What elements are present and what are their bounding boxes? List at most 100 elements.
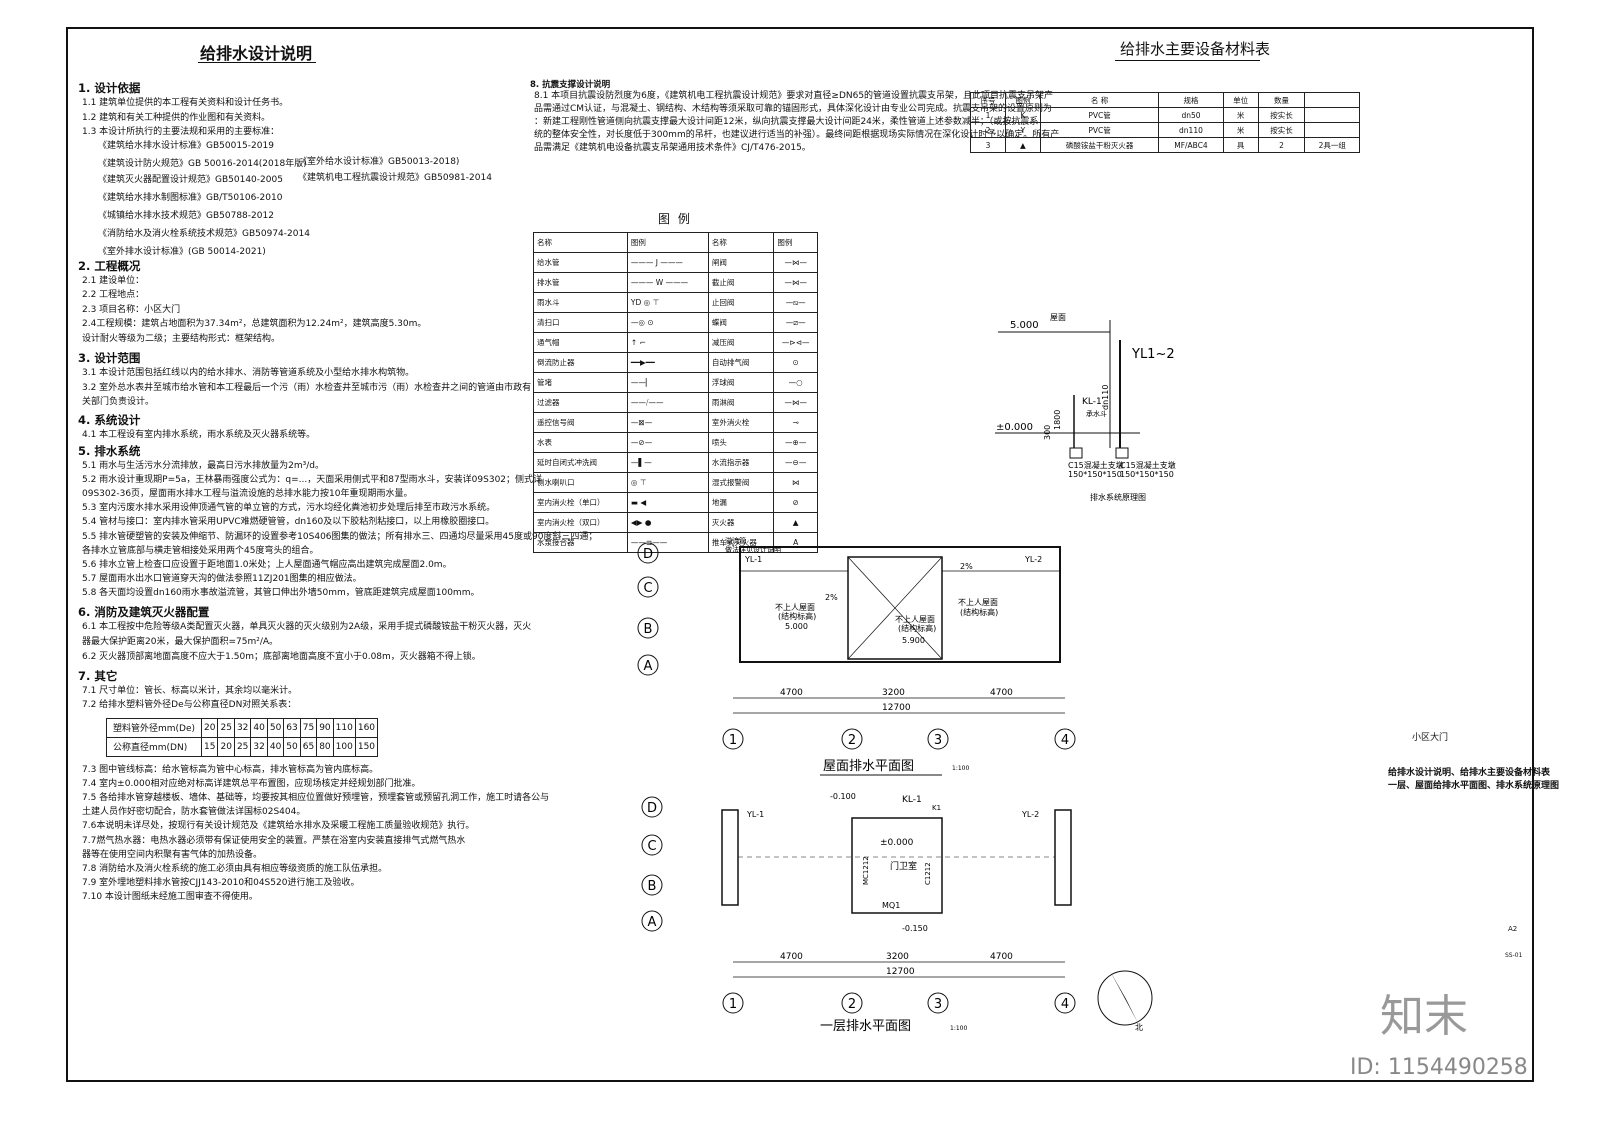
- ground-axis-B-label: B: [648, 879, 657, 894]
- s6-line: 6.1 本工程按中危险等级A类配置灭火器，单具灭火器的灭火级别为2A级，采用手提…: [82, 621, 532, 632]
- roof-yl2: YL-2: [1024, 555, 1042, 564]
- s7m-line: 7.7燃气热水器：电热水器必须带有保证使用安全的装置。严禁在浴室内安装直接排气式…: [82, 835, 466, 846]
- ground-dim-3: 4700: [990, 952, 1013, 962]
- roof-axis-B-label: B: [644, 622, 653, 637]
- legend-name: 清扫口: [533, 312, 628, 333]
- legend-symbol-icon: ⊙: [773, 352, 818, 373]
- s5-line: 5.6 排水立管上检查口应设置于距地面1.0米处；上人屋面通气帽应高出建筑完成屋…: [82, 559, 452, 570]
- s7m-line: 7.5 各给排水管穿越楼板、墙体、基础等，均要按其相应位置做好预埋管，预埋套管或…: [82, 792, 550, 803]
- legend-symbol-icon: ━━▶━━: [626, 352, 709, 373]
- legend-row: 管堵——▏浮球阀—○: [533, 372, 818, 393]
- roof-axis-D-label: D: [643, 547, 653, 562]
- section-5-lines: 5.1 雨水与生活污水分流排放，最高日污水排放量为2m³/d。5.2 雨水设计重…: [78, 459, 597, 601]
- materials-cell: 磷酸铵盐干粉灭火器: [1039, 137, 1160, 153]
- legend-row: 遥控信号阀—⊠—室外消火栓⊸: [533, 412, 818, 433]
- legend-symbol-icon: —⊳⊲—: [773, 332, 818, 353]
- standard-item: 《建筑设计防火规范》GB 50016-2014(2018年版): [98, 158, 307, 169]
- system-caption: 排水系统原理图: [1090, 492, 1146, 502]
- materials-header-cell: 名 称: [1039, 92, 1160, 108]
- legend-name: 延时自闭式冲洗阀: [533, 452, 628, 473]
- design-notes: 1. 设计依据 1.1 建筑单位提供的本工程有关资料和设计任务书。1.2 建筑和…: [78, 80, 597, 905]
- ground-kl: KL-1: [902, 795, 922, 805]
- legend-row: 清扫口—◎ ⊙蝶阀—⧄—: [533, 312, 818, 333]
- materials-header-cell: 数量: [1257, 92, 1306, 108]
- legend-row: 过滤器——⧸——雨淋阀—⋈—: [533, 392, 818, 413]
- materials-cell: [1304, 107, 1360, 123]
- s7m-line: 7.8 消防给水及消火栓系统的施工必须由具有相应等级资质的施工队伍承担。: [82, 863, 388, 874]
- ground-axis-C-bubble: [641, 834, 663, 856]
- legend-name: 自动排气阀: [707, 352, 775, 373]
- roof-plan-title: 屋面排水平面图: [823, 759, 914, 774]
- roof-axis-3-bubble: [927, 728, 949, 750]
- pipe-size-cell: 65: [299, 736, 318, 757]
- pipe-row-dn-label: 公称直径mm(DN): [105, 736, 203, 757]
- legend-symbol-icon: YD ◎ ⊤: [626, 292, 709, 313]
- legend-name: 遥控信号阀: [533, 412, 628, 433]
- legend-name: 减压阀: [707, 332, 775, 353]
- sheet-number: SS-01: [1505, 952, 1523, 959]
- roof-axis-4-label: 4: [1061, 733, 1069, 748]
- legend-symbol-icon: —▌—: [626, 452, 709, 473]
- materials-cell: K: [1004, 107, 1041, 123]
- ground-axis-C-label: C: [647, 839, 656, 854]
- ground-c: C1212: [924, 862, 932, 885]
- roof-area-right: 不上人屋面: [958, 598, 998, 607]
- ground-dim-1: 4700: [780, 952, 803, 962]
- legend-symbol-icon: ——⧸——: [626, 392, 709, 413]
- seismic-notes: 8. 抗震支撑设计说明 8.1 本项目抗震设防烈度为6度，《建筑机电工程抗震设计…: [530, 80, 1060, 155]
- legend-name: 灭火器: [707, 512, 775, 533]
- ground-el2: ±0.000: [880, 838, 914, 848]
- roof-area-left-b: (结构标高): [778, 611, 816, 621]
- materials-cell: dn50: [1158, 107, 1224, 123]
- materials-header-cell: [1304, 92, 1360, 108]
- s3-line: 3.2 室外总水表井至城市给水管和本工程最后一个污（雨）水检查井至城市污（雨）水…: [82, 382, 532, 393]
- roof-yl1: YL-1: [744, 555, 762, 564]
- roof-axis-D-bubble: [637, 542, 659, 564]
- section-7-heading: 7. 其它: [78, 668, 118, 683]
- support-block-1: [1069, 447, 1083, 459]
- roof-area-left: 不上人屋面: [775, 603, 815, 612]
- ground-room: 门卫室: [890, 860, 917, 872]
- ground-k1: K1: [932, 804, 941, 812]
- roof-plan-scale: 1:100: [952, 765, 969, 772]
- standard-item: 《室外给水设计标准》GB50013-2018): [298, 156, 460, 167]
- ground-plan-title: 一层排水平面图: [820, 1019, 911, 1034]
- s4-line: 4.1 本工程设有室内排水系统，雨水系统及灭火器系统等。: [82, 429, 316, 440]
- s7m-line: 土建人员作好密切配合，防水套管做法详国标02S404。: [82, 807, 306, 818]
- pipe-size-cell: 80: [316, 736, 334, 757]
- s7m-line: 7.10 本设计图纸未经施工图审查不得使用。: [82, 892, 258, 903]
- pipe-size-cell: 32: [233, 717, 252, 738]
- s2-line: 2.1 建设单位：: [82, 275, 145, 286]
- s8-line: ：新建工程刚性管道侧向抗震支撑最大设计间距12米，纵向抗震支撑最大设计间距24米…: [534, 117, 1039, 127]
- s7m-line: 7.3 图中管线标高：给水管标高为管中心标高，排水管标高为管内底标高。: [82, 764, 379, 775]
- s7m-line: 7.9 室外埋地塑料排水管按CJJ143-2010和04S520进行施工及验收。: [82, 878, 360, 889]
- s8-line: 品需满足《建筑机电设备抗震支吊架通用技术条件》CJ/T476-2015。: [534, 143, 811, 153]
- support-block-2: [1115, 447, 1129, 459]
- s2-line: 设计耐火等级为二级；主要结构形式：框架结构。: [82, 333, 281, 344]
- legend-header-row: 名称 图例 名称 图例: [533, 232, 818, 253]
- s5-line: 5.4 管材与接口：室内排水管采用UPVC难燃硬管管，dn160及以下胶粘剂粘接…: [82, 517, 495, 528]
- support-size-1: 150*150*150: [1068, 470, 1122, 479]
- roof-axis-C-label: C: [643, 581, 652, 596]
- legend-name: 闸阀: [707, 252, 775, 273]
- legend-row: 延时自闭式冲洗阀—▌—水流指示器—⊖—: [533, 452, 818, 473]
- section-3-lines: 3.1 本设计范围包括红线以内的给水排水、消防等管道系统及小型给水排水构筑物。3…: [78, 366, 532, 410]
- s6-line: 器最大保护距离20米，最大保护面积=75m²/A。: [82, 636, 279, 647]
- pipe-size-cell: 15: [201, 736, 219, 757]
- pipe-size-cell: 40: [250, 717, 268, 738]
- legend-name: 雨淋阀: [707, 392, 775, 413]
- watermark-logo: 知末: [1380, 991, 1468, 1042]
- roof-axis-1-bubble: [722, 728, 744, 750]
- legend-symbol-icon: —⊠—: [626, 412, 709, 433]
- materials-title-underline: [1115, 60, 1260, 61]
- support-size-2: 150*150*150: [1120, 470, 1174, 479]
- section-3-heading: 3. 设计范围: [78, 351, 141, 365]
- s8-line: 统的整体安全性，对长度低于300mm的吊杆，也建议进行适当的补强）。最终间距根据…: [534, 130, 1060, 140]
- ground-axis-D-label: D: [647, 801, 657, 816]
- kl-label: KL-1: [1082, 397, 1102, 407]
